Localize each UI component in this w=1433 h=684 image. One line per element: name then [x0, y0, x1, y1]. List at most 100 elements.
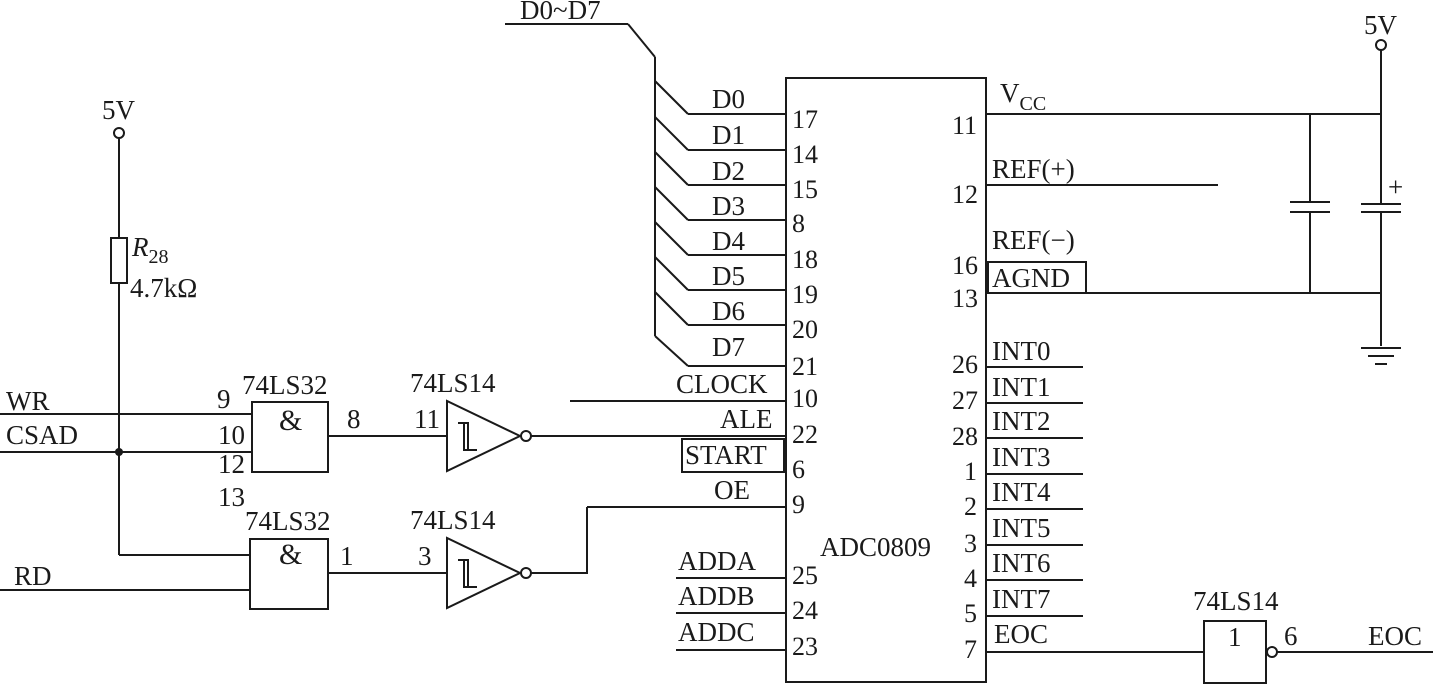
input-rd: RD [14, 561, 52, 591]
pin-label-ref-plus: REF(+) [992, 154, 1075, 184]
pin-label-d3: D3 [712, 191, 745, 221]
pin-label-d0: D0 [712, 84, 745, 114]
adc-right-labels: VCC REF(+) REF(−) AGND INT0 INT1 INT2 IN… [992, 78, 1075, 649]
pin-label-addb: ADDB [678, 581, 755, 611]
pin-label-d4: D4 [712, 226, 745, 256]
inverter-2-name: 74LS14 [410, 505, 496, 535]
or-gate-2-pin-out: 1 [340, 541, 354, 571]
pin-num-26: 26 [952, 350, 978, 379]
pin-label-adda: ADDA [678, 546, 756, 576]
eoc-output-label: EOC [1368, 621, 1422, 651]
pin-label-addc: ADDC [678, 617, 755, 647]
pin-num-20: 20 [792, 315, 818, 344]
eoc-inverter-symbol: 1 [1228, 622, 1242, 652]
schmitt-trigger-icon-2 [458, 559, 477, 588]
pin-label-d1: D1 [712, 120, 745, 150]
pin-label-d5: D5 [712, 261, 745, 291]
pin-num-21: 21 [792, 352, 818, 381]
pin-num-1: 1 [964, 457, 977, 486]
or-gate-2-name: 74LS32 [245, 506, 331, 536]
pin-label-d2: D2 [712, 156, 745, 186]
pin-num-3: 3 [964, 529, 977, 558]
pin-label-agnd: AGND [992, 263, 1070, 293]
eoc-inverter-name: 74LS14 [1193, 586, 1279, 616]
inverter-1-bubble [520, 430, 532, 442]
pin-label-d7: D7 [712, 332, 745, 362]
pin-label-vcc-main: V [1000, 78, 1020, 108]
inverter-1-name: 74LS14 [410, 368, 496, 398]
pin-label-d6: D6 [712, 296, 745, 326]
adc-right-numbers: 11 12 16 13 26 27 28 1 2 3 4 5 7 [952, 111, 978, 664]
or-gate-1-pin-c: 12 [218, 449, 245, 479]
pin-num-14: 14 [792, 140, 818, 169]
pin-label-int7: INT7 [992, 584, 1050, 614]
or-gate-1-name: 74LS32 [242, 370, 328, 400]
resistor-ref-sub: 28 [149, 246, 169, 268]
pin-label-int4: INT4 [992, 477, 1051, 507]
pin-num-23: 23 [792, 632, 818, 661]
pin-num-28: 28 [952, 422, 978, 451]
inverter-1 [446, 399, 523, 473]
inverter-2-pin-in: 3 [418, 541, 432, 571]
pin-label-int2: INT2 [992, 406, 1050, 436]
input-csad: CSAD [6, 420, 78, 450]
pin-label-oe: OE [714, 475, 750, 505]
adc0809-chip [785, 77, 987, 683]
pin-label-eoc: EOC [994, 619, 1048, 649]
supply-terminal-right [1375, 39, 1387, 51]
resistor-ref-letter: R [131, 232, 149, 262]
pin-label-ale: ALE [720, 404, 772, 434]
pin-label-ref-minus: REF(−) [992, 225, 1075, 255]
pin-label-vcc: VCC [1000, 78, 1046, 115]
pin-num-16: 16 [952, 251, 978, 280]
pin-num-12: 12 [952, 180, 978, 209]
data-bus: D0~D7 [505, 0, 786, 367]
pin-label-int1: INT1 [992, 372, 1050, 402]
pin-num-17: 17 [792, 105, 818, 134]
pin-num-8: 8 [792, 209, 805, 238]
pin-label-int6: INT6 [992, 548, 1050, 578]
pin-num-7: 7 [964, 635, 977, 664]
pin-num-13: 13 [952, 284, 978, 313]
pin-num-11: 11 [952, 111, 977, 140]
pin-num-19: 19 [792, 280, 818, 309]
resistor-value: 4.7kΩ [130, 273, 197, 303]
eoc-inverter-bubble [1266, 646, 1278, 658]
junction-dot [115, 448, 123, 456]
inverter-1-pin-in: 11 [414, 404, 440, 434]
capacitor [1290, 201, 1330, 213]
or-gate-1-pin-a: 9 [217, 384, 231, 414]
or-gate-2-symbol: & [279, 538, 302, 571]
resistor-ref: R28 [131, 232, 169, 268]
inverter-2-bubble [520, 567, 532, 579]
pin-num-6: 6 [792, 455, 805, 484]
eoc-inverter-pin-out: 6 [1284, 621, 1298, 651]
pin-num-24: 24 [792, 596, 818, 625]
adc-left-labels: D0 D1 D2 D3 D4 D5 D6 D7 CLOCK ALE START … [676, 84, 772, 647]
pin-num-27: 27 [952, 386, 978, 415]
eoc-inverter-gate [1203, 620, 1267, 684]
ground-icon [1361, 347, 1401, 365]
or-gate-2 [249, 538, 329, 610]
pin-label-int5: INT5 [992, 513, 1050, 543]
input-wr: WR [6, 386, 50, 416]
pin-num-18: 18 [792, 245, 818, 274]
or-gate-1-symbol: & [279, 404, 302, 437]
resistor-r28 [110, 237, 128, 284]
pin-num-22: 22 [792, 420, 818, 449]
adc-left-numbers: 17 14 15 8 18 19 20 21 10 22 6 9 25 24 2… [792, 105, 818, 661]
or-gate-1-pin-d: 13 [218, 482, 245, 512]
pin-num-10: 10 [792, 384, 818, 413]
or-gate-1-pin-b: 10 [218, 420, 245, 450]
adc-name: ADC0809 [820, 532, 931, 562]
cap-plus-sign: + [1388, 172, 1403, 202]
pin-num-5: 5 [964, 599, 977, 628]
pin-num-9: 9 [792, 490, 805, 519]
pin-num-15: 15 [792, 175, 818, 204]
schmitt-trigger-icon [458, 422, 477, 451]
pin-num-2: 2 [964, 492, 977, 521]
pin-num-4: 4 [964, 564, 977, 593]
pin-label-vcc-sub: CC [1020, 93, 1047, 115]
pin-label-int0: INT0 [992, 336, 1050, 366]
